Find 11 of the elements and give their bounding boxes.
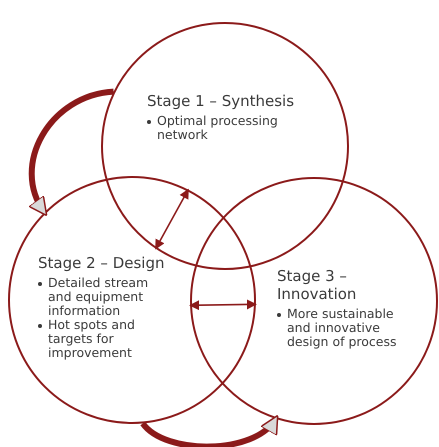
curved-arrow bbox=[140, 415, 279, 447]
bullet-text: More sustainable and innovative design of process bbox=[287, 307, 398, 349]
stage-title: Stage 3 – Innovation bbox=[277, 267, 358, 303]
bullet-text: Optimal processing network bbox=[157, 114, 279, 142]
double-arrow bbox=[154, 188, 189, 250]
stage-title: Stage 2 – Design bbox=[38, 254, 166, 272]
bullet-text: Hot spots and targets for improvement bbox=[48, 318, 136, 360]
curved-arrow bbox=[28, 88, 114, 217]
bullet-text: Detailed stream and equipment information bbox=[48, 276, 150, 318]
stage-title: Stage 1 – Synthesis bbox=[147, 92, 296, 110]
double-arrow bbox=[189, 299, 257, 310]
